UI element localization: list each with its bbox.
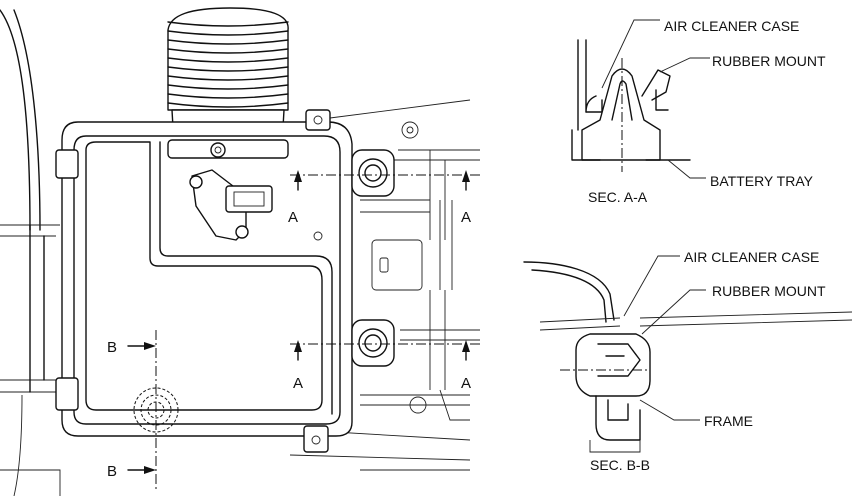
label-a-rubber-mount: RUBBER MOUNT: [712, 53, 826, 69]
label-a-battery-tray: BATTERY TRAY: [710, 173, 814, 189]
cut-label-a-bottom-right: A: [461, 375, 471, 392]
case-clip-lower-left: [55, 377, 79, 411]
body-panel-outline: [0, 9, 61, 496]
hose-rib: [167, 57, 289, 63]
label-a-air-cleaner-case: AIR CLEANER CASE: [664, 18, 799, 34]
rubber-mount-lower: [351, 319, 395, 367]
cut-label-a-bottom-left: A: [293, 375, 303, 392]
cut-label-b-top: B: [107, 339, 117, 356]
cut-label-b-bottom: B: [107, 463, 117, 480]
hose-rib: [167, 39, 289, 45]
section-line-a-upper: [290, 170, 480, 191]
rubber-mount-upper: [351, 149, 395, 197]
hose-rib: [167, 30, 289, 36]
hose-rib: [167, 102, 289, 108]
case-clip-bottom: [303, 425, 329, 453]
case-clip-top: [305, 109, 331, 131]
label-b-rubber-mount: RUBBER MOUNT: [712, 283, 826, 299]
section-a-a-title: SEC. A-A: [588, 189, 648, 205]
battery-tray-background: [289, 99, 480, 471]
mass-air-flow-sensor-connector: [189, 169, 273, 241]
cut-label-a-top-right: A: [461, 209, 471, 226]
cut-label-a-top-left: A: [288, 209, 298, 226]
section-b-b-view: AIR CLEANER CASE RUBBER MOUNT FRAME SEC.…: [523, 249, 852, 473]
label-b-air-cleaner-case: AIR CLEANER CASE: [684, 249, 819, 265]
hose-rib: [167, 21, 289, 27]
section-b-b-title: SEC. B-B: [590, 457, 650, 473]
main-view: A A A A B B: [0, 7, 480, 496]
hose-rib: [167, 66, 289, 72]
label-b-frame: FRAME: [704, 413, 753, 429]
hose-rib: [167, 75, 289, 81]
section-line-a-lower: [290, 340, 480, 361]
case-clip-upper-left: [55, 149, 79, 179]
hose-rib: [167, 93, 289, 99]
hose-rib: [167, 48, 289, 54]
hose-rib: [167, 84, 289, 90]
air-cleaner-case: [55, 109, 353, 453]
section-line-b: [127, 330, 157, 490]
section-a-a-view: AIR CLEANER CASE RUBBER MOUNT BATTERY TR…: [571, 18, 826, 205]
